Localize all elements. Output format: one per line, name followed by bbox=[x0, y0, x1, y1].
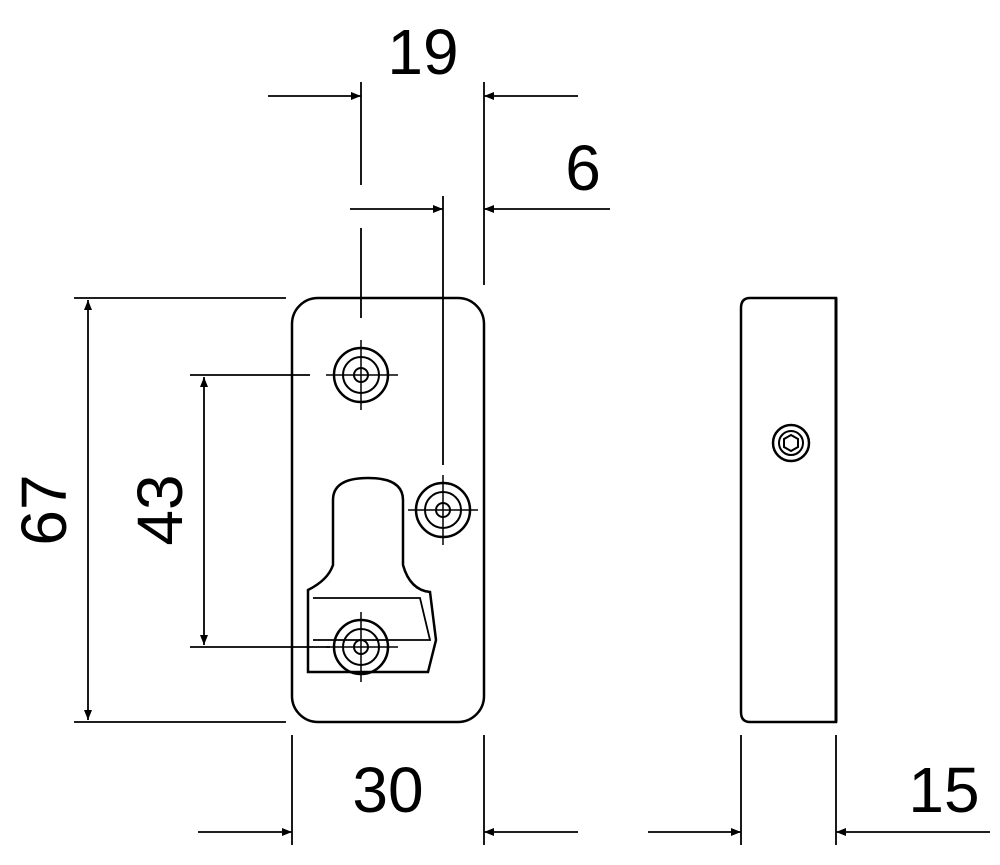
screw-hole-top bbox=[326, 340, 398, 410]
plate-outline bbox=[290, 296, 486, 724]
side-view bbox=[739, 296, 838, 724]
dim-label-6: 6 bbox=[565, 132, 601, 204]
dimension-labels: 19 6 67 43 30 15 bbox=[8, 16, 980, 826]
dim-label-43: 43 bbox=[124, 474, 196, 545]
bolt-cutout-inner-edge bbox=[313, 597, 432, 641]
screw-hole-bottom bbox=[326, 612, 398, 682]
screw-hole-right bbox=[408, 475, 478, 545]
bolt-cutout bbox=[306, 476, 438, 674]
side-outline bbox=[739, 296, 838, 724]
dim-label-30: 30 bbox=[352, 754, 423, 826]
dim-label-15: 15 bbox=[908, 754, 979, 826]
dim-label-19: 19 bbox=[387, 16, 458, 88]
dim-label-67: 67 bbox=[8, 474, 80, 545]
dimension-lines bbox=[74, 82, 990, 845]
front-view bbox=[290, 296, 486, 724]
hex-socket bbox=[771, 423, 811, 463]
